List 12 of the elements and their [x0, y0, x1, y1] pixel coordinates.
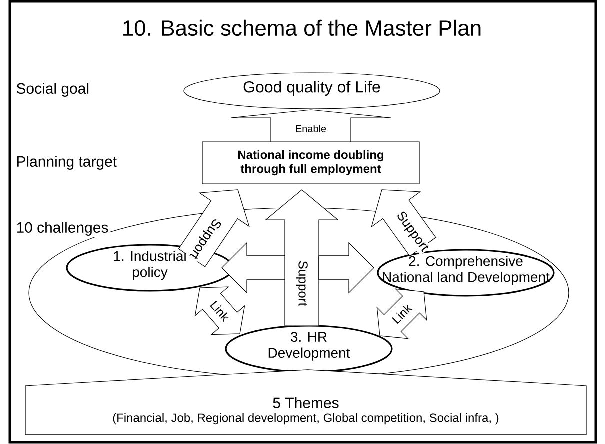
block-arrow [230, 110, 392, 142]
edge-label: Support [295, 260, 309, 308]
block-arrow [318, 242, 374, 294]
title: 10. Basic schema of the Master Plan [124, 20, 481, 36]
edge-label: Link [390, 302, 414, 326]
ellipse-node: Good quality of Life [184, 72, 440, 110]
level-label: Planning target [17, 156, 117, 170]
block-arrow [222, 242, 286, 294]
level-label: Social goal [16, 83, 89, 97]
edge-label: Enable [294, 124, 328, 134]
target-box: National income doubling through full employment [202, 142, 420, 184]
ellipse-node: 3. HR Development [225, 325, 393, 373]
